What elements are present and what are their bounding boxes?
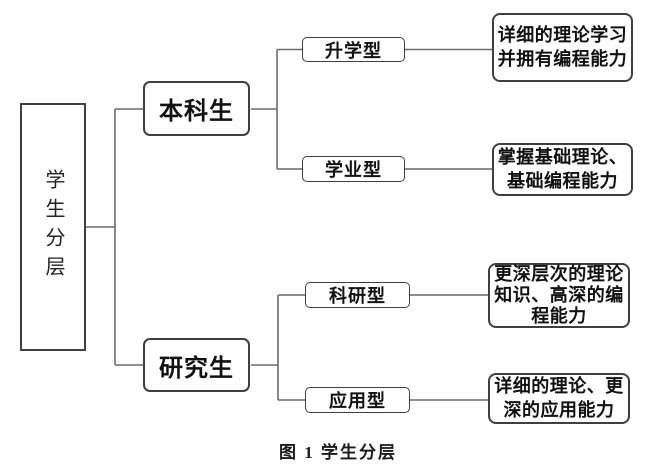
node-graduate: 研究生: [143, 338, 250, 392]
node-outcome-shengxue: 详细的理论学习 并拥有编程能力: [492, 13, 633, 82]
node-undergraduate: 本科生: [143, 81, 250, 136]
outcome-line: 掌握基础理论、: [497, 147, 628, 168]
node-outcome-xueye: 掌握基础理论、 基础编程能力: [492, 143, 633, 196]
node-type-keyan: 科研型: [305, 282, 410, 308]
node-outcome-keyan: 更深层次的理论 知识、高深的编 程能力: [488, 263, 630, 328]
node-root-label: 学生分层: [42, 169, 64, 285]
node-type-shengxue-label: 升学型: [325, 40, 382, 61]
node-type-yingyong: 应用型: [305, 387, 410, 413]
outcome-line: 程能力: [531, 306, 587, 327]
node-outcome-yingyong: 详细的理论、更 深的应用能力: [488, 373, 630, 424]
outcome-line: 详细的理论学习: [497, 25, 628, 46]
outcome-line: 知识、高深的编: [494, 284, 624, 305]
node-type-xueye-label: 学业型: [325, 160, 382, 180]
node-graduate-label: 研究生: [159, 354, 234, 382]
outcome-line: 详细的理论、更: [494, 376, 624, 397]
figure-caption: 图 1 学生分层: [279, 443, 397, 462]
outcome-line: 深的应用能力: [503, 399, 615, 420]
node-type-yingyong-label: 应用型: [329, 391, 386, 411]
node-outcome-yingyong-text: 详细的理论、更 深的应用能力: [494, 375, 624, 422]
node-type-xueye: 学业型: [302, 156, 405, 182]
node-outcome-shengxue-text: 详细的理论学习 并拥有编程能力: [498, 24, 628, 71]
node-outcome-xueye-text: 掌握基础理论、 基础编程能力: [498, 146, 628, 193]
outcome-line: 基础编程能力: [507, 170, 618, 191]
node-outcome-keyan-text: 更深层次的理论 知识、高深的编 程能力: [494, 264, 624, 328]
outcome-line: 更深层次的理论: [494, 263, 624, 284]
node-type-keyan-label: 科研型: [329, 286, 386, 306]
node-root: 学生分层: [20, 103, 86, 351]
node-undergraduate-label: 本科生: [159, 98, 234, 125]
node-type-shengxue: 升学型: [302, 37, 405, 62]
outcome-line: 并拥有编程能力: [497, 48, 628, 69]
